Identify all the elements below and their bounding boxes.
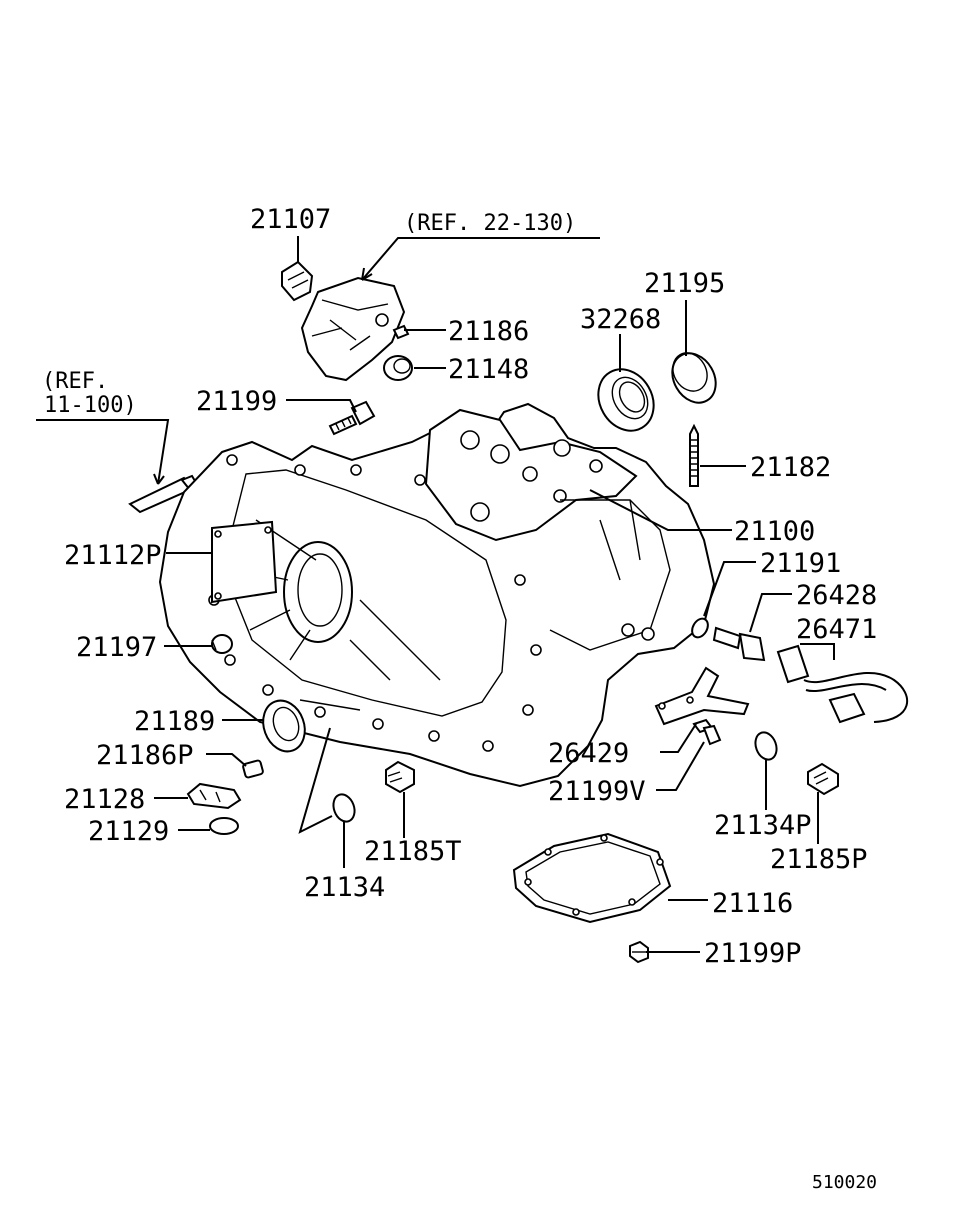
shift-cover[interactable] (300, 276, 406, 382)
part-21116-gasket[interactable] (512, 832, 672, 924)
part-labels: 21107 (REF. 22-130) 21186 21148 21195 32… (42, 204, 877, 1193)
part-21199V-bolt[interactable] (692, 718, 722, 746)
label-21185P[interactable]: 21185P (770, 844, 868, 875)
part-21134P-washer[interactable] (752, 729, 780, 762)
part-32268-oil-seal[interactable] (587, 359, 664, 440)
part-21128-bracket[interactable] (186, 782, 242, 810)
part-21186P-pin[interactable] (242, 759, 264, 779)
label-21189[interactable]: 21189 (134, 706, 215, 737)
label-21191[interactable]: 21191 (760, 548, 841, 579)
diagram-code: 510020 (812, 1172, 877, 1193)
label-21185T[interactable]: 21185T (364, 836, 462, 867)
part-21134-washer[interactable] (330, 791, 358, 824)
part-21148-bushing[interactable] (383, 355, 413, 381)
label-21116[interactable]: 21116 (712, 888, 793, 919)
leader-lines (36, 236, 835, 953)
part-21199P-bolt[interactable] (629, 940, 649, 964)
label-21107[interactable]: 21107 (250, 204, 331, 235)
part-21195-ring[interactable] (664, 345, 725, 410)
part-26428-sensor[interactable] (712, 626, 766, 662)
part-26471-harness[interactable] (776, 644, 909, 724)
label-21100[interactable]: 21100 (734, 516, 815, 547)
label-21129[interactable]: 21129 (88, 816, 169, 847)
part-21129-clip[interactable] (209, 817, 239, 835)
label-21199V[interactable]: 21199V (548, 776, 646, 807)
label-21199P[interactable]: 21199P (704, 938, 802, 969)
part-21182-stud[interactable] (689, 423, 699, 487)
label-26471[interactable]: 26471 (796, 614, 877, 645)
label-21148[interactable]: 21148 (448, 354, 529, 385)
ref-11-100-line1[interactable]: (REF. (42, 369, 108, 394)
transaxle-case[interactable] (158, 402, 716, 788)
ref-11-100-line2[interactable]: 11-100) (44, 393, 137, 418)
label-21182[interactable]: 21182 (750, 452, 831, 483)
label-32268[interactable]: 32268 (580, 304, 661, 335)
label-21112P[interactable]: 21112P (64, 540, 162, 571)
part-21185P-plug[interactable] (807, 762, 839, 796)
label-26428[interactable]: 26428 (796, 580, 877, 611)
label-21186P[interactable]: 21186P (96, 740, 194, 771)
part-21191-washer[interactable] (689, 616, 711, 640)
label-21197[interactable]: 21197 (76, 632, 157, 663)
part-21107-cap[interactable] (281, 260, 314, 302)
part-21112P-plate[interactable] (211, 520, 278, 604)
part-21199-bolt[interactable] (328, 400, 376, 436)
label-21128[interactable]: 21128 (64, 784, 145, 815)
label-21134P[interactable]: 21134P (714, 810, 812, 841)
label-26429[interactable]: 26429 (548, 738, 629, 769)
part-26429-bracket[interactable] (654, 666, 750, 726)
part-21197-plug[interactable] (211, 634, 233, 654)
label-21186[interactable]: 21186 (448, 316, 529, 347)
label-21195[interactable]: 21195 (644, 268, 725, 299)
label-21134[interactable]: 21134 (304, 872, 385, 903)
part-21185T-plug[interactable] (385, 760, 415, 794)
label-21199[interactable]: 21199 (196, 386, 277, 417)
part-21189-seal[interactable] (256, 695, 311, 758)
ref-22-130[interactable]: (REF. 22-130) (404, 211, 576, 236)
